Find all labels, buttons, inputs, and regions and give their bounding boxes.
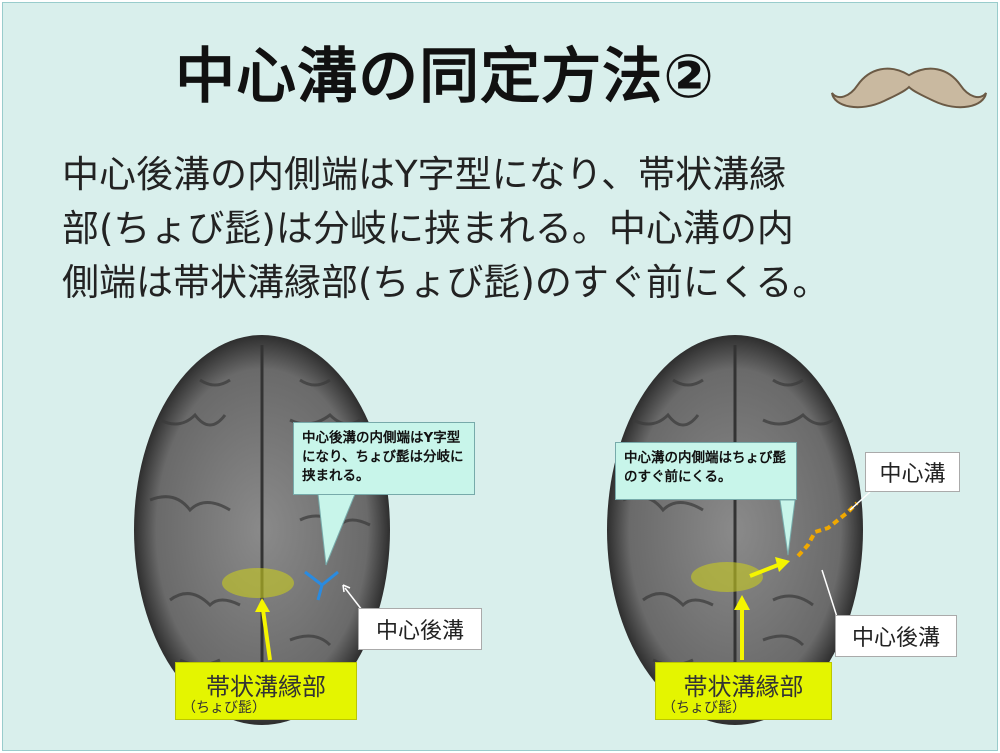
left-callout: 中心後溝の内側端はY字型になり、ちょび髭は分岐に挟まれる。 [293, 422, 475, 495]
body-line: 中心後溝の内側端はY字型になり、帯状溝縁 [62, 153, 787, 196]
postcentral-label-left: 中心後溝 [358, 608, 482, 650]
body-line: 側端は帯状溝縁部(ちょび髭)のすぐ前にくる。 [62, 261, 830, 304]
marginal-ramus-label-right: 帯状溝縁部 （ちょび髭） [655, 662, 832, 720]
right-callout: 中心溝の内側端はちょび髭のすぐ前にくる。 [615, 442, 797, 500]
postcentral-label-right: 中心後溝 [835, 615, 957, 657]
central-sulcus-label: 中心溝 [865, 452, 960, 492]
body-text: 中心後溝の内側端はY字型になり、帯状溝縁 部(ちょび髭)は分岐に挟まれる。中心溝… [62, 148, 942, 310]
marginal-label: 帯状溝縁部 [683, 673, 804, 701]
marginal-ramus-label-left: 帯状溝縁部 （ちょび髭） [175, 662, 357, 720]
body-line: 部(ちょび髭)は分岐に挟まれる。中心溝の内 [62, 207, 794, 250]
slide-title: 中心溝の同定方法② [175, 42, 715, 112]
right-mri-image [607, 335, 871, 725]
marginal-sub: （ちょび髭） [662, 700, 746, 716]
marginal-label: 帯状溝縁部 [206, 673, 326, 701]
marginal-sub: （ちょび髭） [182, 700, 266, 716]
